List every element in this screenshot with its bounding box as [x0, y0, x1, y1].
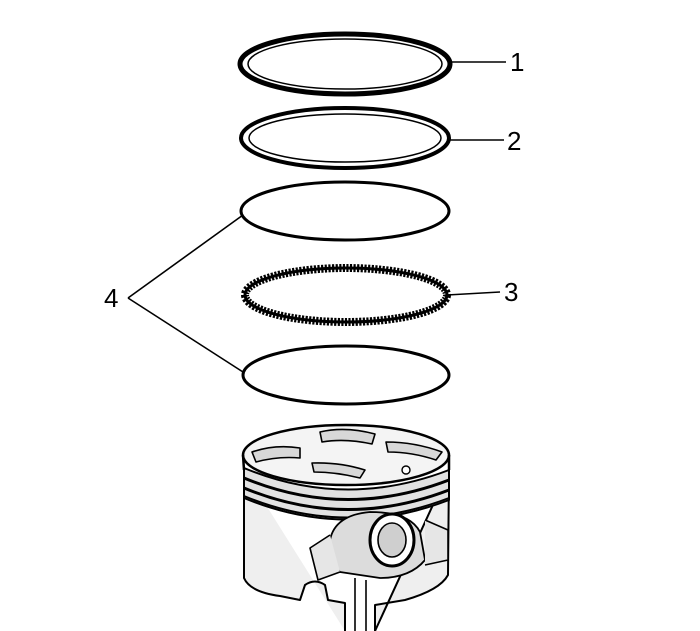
piston-ring-lands: [243, 467, 450, 521]
second-compression-ring: [239, 106, 451, 170]
oil-ring-rail-lower: [241, 344, 451, 406]
callout-1: 1: [510, 47, 524, 77]
valve-reliefs: [251, 428, 443, 479]
leader-line-4a: [127, 214, 244, 299]
piston-skirt: [243, 469, 450, 631]
top-compression-ring: [237, 31, 453, 97]
oil-ring-rail-upper: [239, 180, 451, 242]
leader-line-4b: [127, 297, 244, 373]
leader-line-3: [446, 291, 501, 296]
callout-2: 2: [507, 126, 521, 156]
oil-ring-expander: [241, 264, 451, 326]
leader-lines: [127, 61, 506, 373]
piston: [241, 423, 451, 631]
callout-4: 4: [104, 283, 118, 313]
callout-3: 3: [504, 277, 518, 307]
